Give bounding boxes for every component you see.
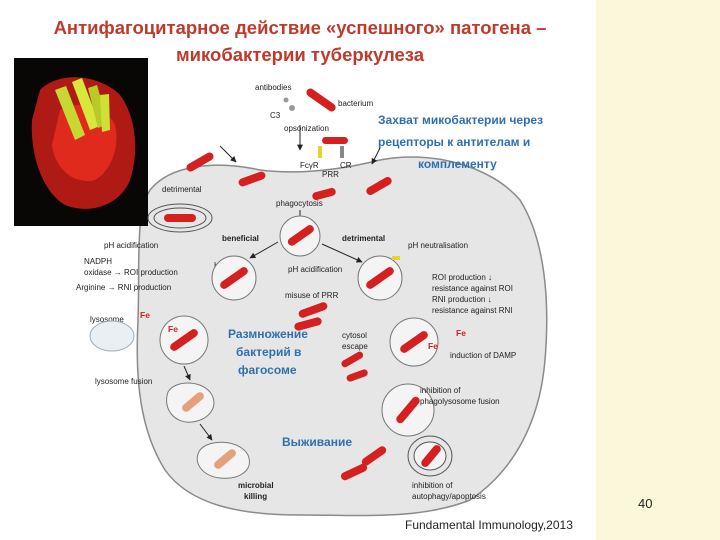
page-number: 40: [638, 496, 653, 511]
damp-label: induction of DAMP: [450, 351, 516, 360]
autophagy-inhibition-label: inhibition of: [412, 481, 453, 490]
title-line-2: микобактерии туберкулеза: [175, 44, 425, 65]
capture-annotation: Захват микобактерии через рецепторы к ан…: [378, 113, 543, 171]
cytosol-label: cytosol: [342, 331, 367, 340]
cr-label: CR: [340, 161, 352, 170]
nadph-oxidase-label: oxidase → ROI production: [84, 268, 178, 277]
phagosome-fe-left: [159, 315, 209, 365]
cytosol-bacteria: [341, 351, 368, 382]
autophagy-apoptosis-label: autophagy/apoptosis: [412, 492, 486, 501]
prr-label: PRR: [322, 170, 339, 179]
fc-receptor-icon: [318, 146, 322, 158]
antibodies-label: antibodies: [255, 83, 291, 92]
left-margin: [0, 0, 14, 540]
capture-line-3: комплементу: [418, 157, 497, 171]
rni-resistance-label: resistance against RNI: [432, 306, 512, 315]
lysosome-icon: [89, 320, 135, 352]
lysosome-fusion-label: lysosome fusion: [95, 377, 152, 386]
misuse-bacteria: [294, 302, 328, 331]
repro-line-1: Размножение: [228, 327, 308, 341]
ph-acid-center-label: pH acidification: [288, 265, 342, 274]
ph-acid-left-label: pH acidification: [104, 241, 158, 250]
complement-receptor-icon: [340, 146, 344, 158]
capture-line-2: рецепторы к антителам и: [378, 135, 530, 149]
repro-line-3: фагосоме: [238, 363, 297, 377]
bacterium-icon: [306, 88, 336, 112]
microbial-label: microbial: [238, 481, 274, 490]
c3-icon: [289, 105, 295, 111]
phagosome-center: [279, 215, 321, 257]
phagosome-fe-right: [389, 317, 439, 367]
bacterium-label: bacterium: [338, 99, 373, 108]
opsonized-bacterium-icon: [322, 137, 348, 144]
entry-bacteria: [186, 145, 392, 201]
repro-line-2: бактерий в: [236, 345, 301, 359]
escape-label: escape: [342, 342, 368, 351]
macrophage-cell: [136, 156, 548, 517]
fe-label-2: Fe: [168, 324, 178, 334]
phagosome-survival: [381, 383, 435, 437]
misuse-label: misuse of PRR: [285, 291, 339, 300]
fcgr-label: FcγR: [300, 161, 319, 170]
capture-line-1: Захват микобактерии через: [378, 113, 543, 127]
fe-label-3: Fe: [456, 328, 466, 338]
survival-bacteria: [340, 446, 387, 481]
arginine-label: Arginine → RNI production: [76, 283, 171, 292]
micrograph-image: [14, 58, 148, 226]
reproduction-annotation: Размножение бактерий в фагосоме: [228, 327, 308, 377]
roi-resistance-label: resistance against ROI: [432, 284, 513, 293]
fe-label-4: Fe: [428, 341, 438, 351]
c3-label: C3: [270, 111, 281, 120]
nadph-label: NADPH: [84, 257, 112, 266]
phagosome-left: [211, 255, 257, 301]
roi-label: ROI production ↓: [432, 273, 492, 282]
opsonization-label: opsonization: [284, 124, 329, 133]
autophagy-vesicle: [407, 435, 453, 477]
title-line-1: Антифагоцитарное действие «успешного» па…: [53, 17, 547, 38]
phagosome-right: [357, 255, 403, 301]
phagocytosis-label: phagocytosis: [276, 199, 323, 208]
killing-label: killing: [244, 492, 267, 501]
fe-label-1: Fe: [140, 310, 150, 320]
opsonization-cluster: antibodies bacterium C3 opsonization Fcγ…: [255, 83, 373, 179]
beneficial-label: beneficial: [222, 234, 259, 243]
phagolysosome-fusion-label: phagolysosome fusion: [420, 397, 500, 406]
survival-annotation: Выживание: [282, 435, 352, 449]
detrimental-top-label: detrimental: [162, 185, 202, 194]
right-panel: [596, 0, 720, 540]
phagolysosome: [166, 382, 215, 423]
detrimental-vesicle: [147, 203, 213, 233]
detrimental-mid-label: detrimental: [342, 234, 385, 243]
rni-label: RNI production ↓: [432, 295, 492, 304]
killed-bacterium-vesicle: [196, 441, 250, 479]
citation: Fundamental Immunology,2013: [405, 518, 573, 532]
antibody-icon: [283, 97, 289, 103]
inhibition-fusion-label: inhibition of: [420, 386, 461, 395]
slide-title: Антифагоцитарное действие «успешного» па…: [30, 14, 570, 68]
lysosome-label: lysosome: [90, 315, 124, 324]
ph-neutral-label: pH neutralisation: [408, 241, 468, 250]
